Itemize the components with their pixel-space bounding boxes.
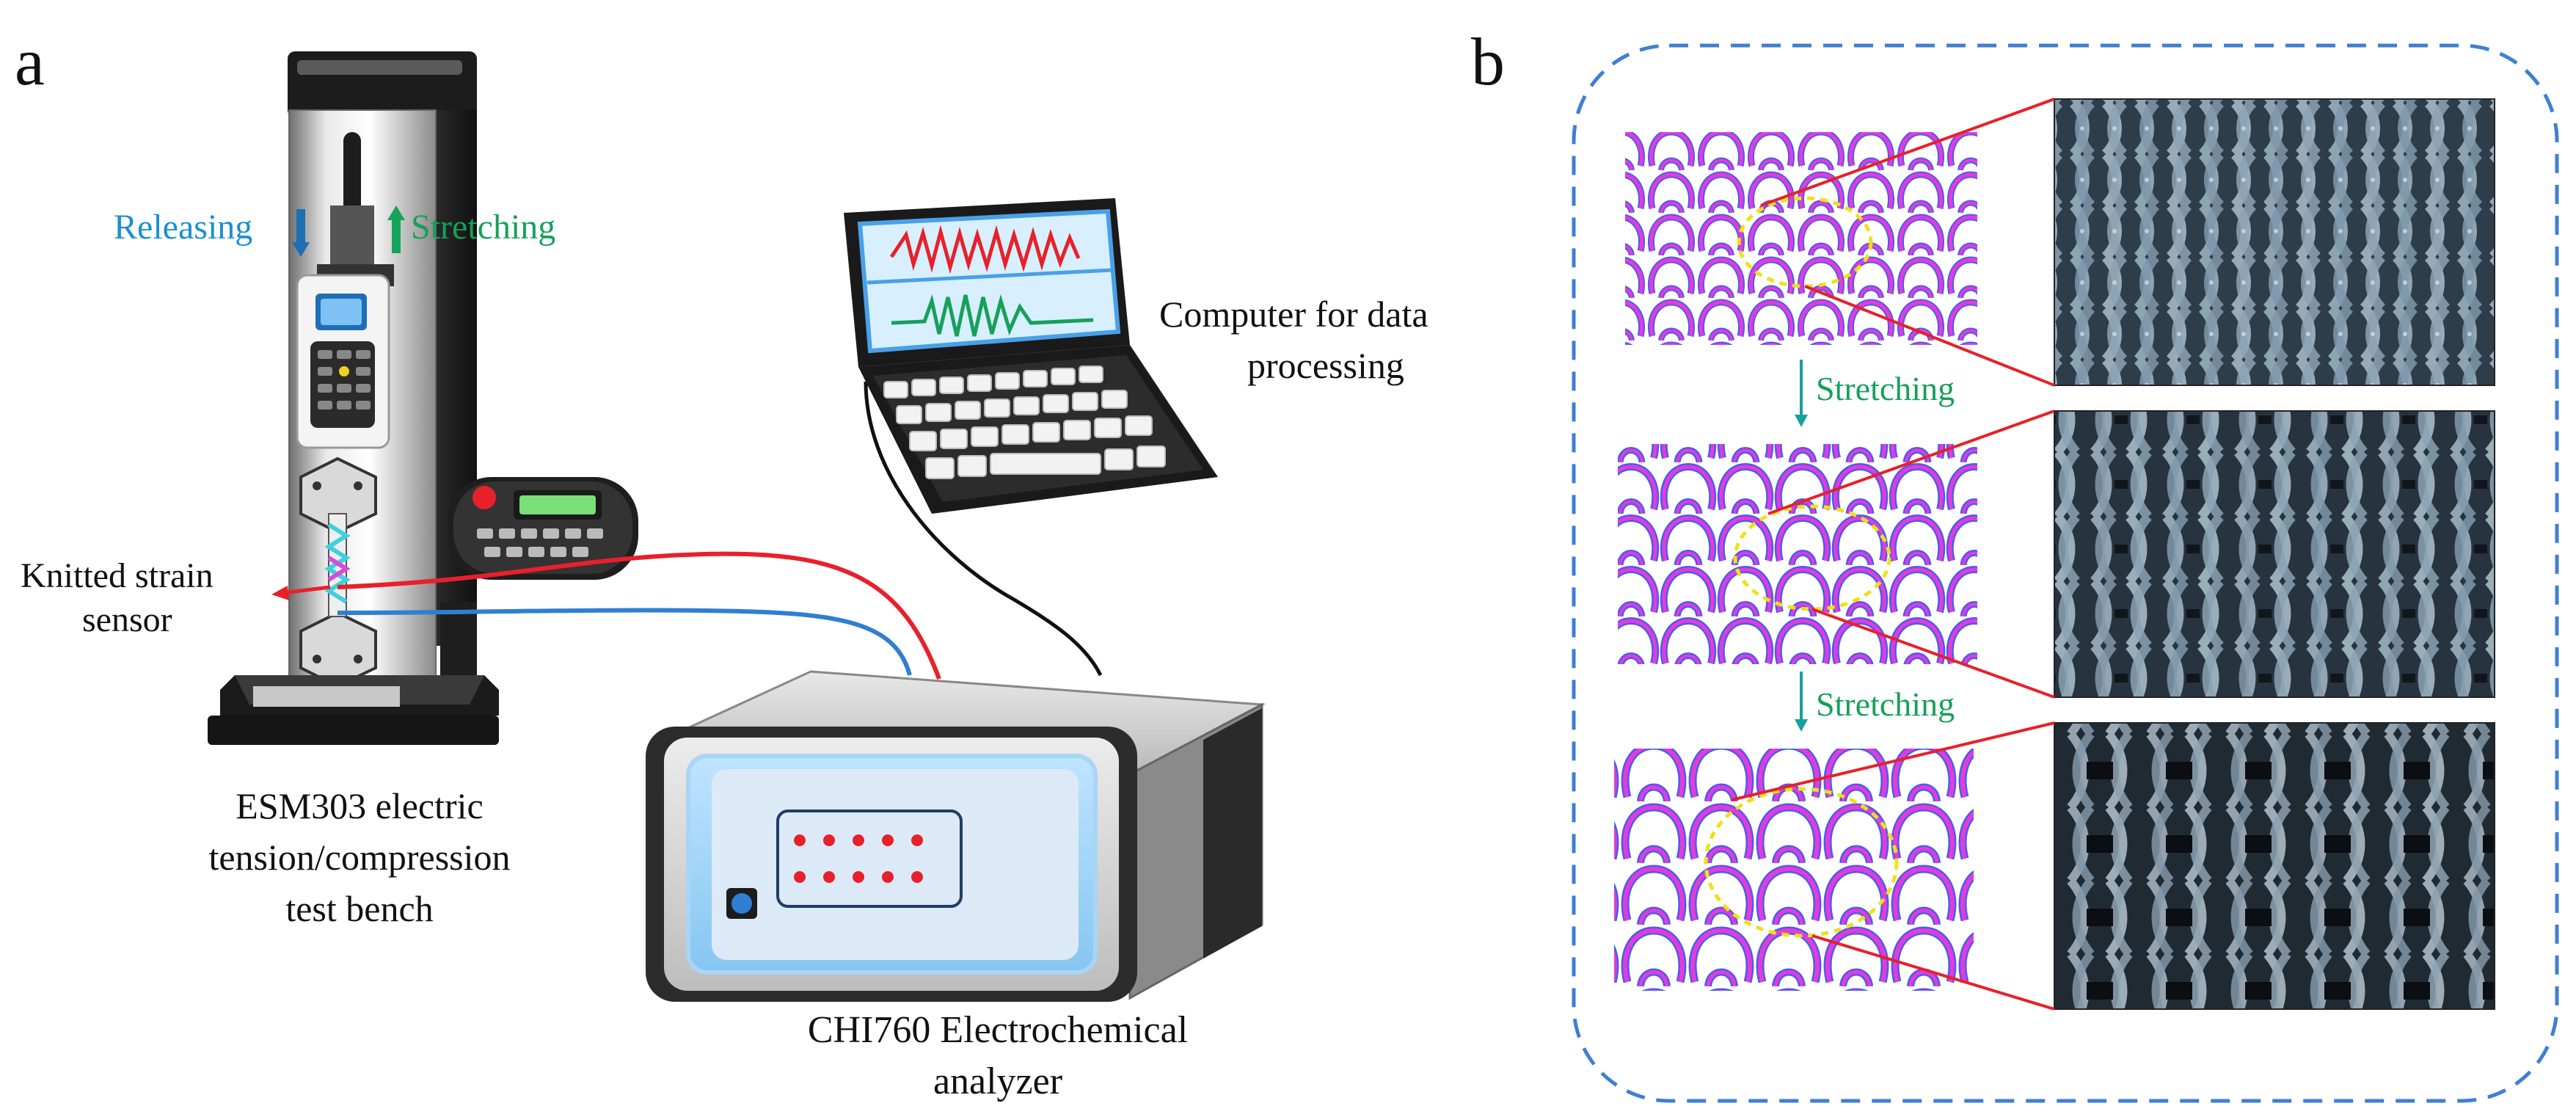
zoom-line-bottom-2 xyxy=(1811,608,2055,699)
stretching-arrow-1 xyxy=(1795,360,1808,427)
knit-photo-relaxed xyxy=(2054,98,2495,386)
computer-label-line2: processing xyxy=(1247,345,1404,386)
bench-label-line3: test bench xyxy=(285,888,433,929)
bench-label-line1: ESM303 electric xyxy=(236,785,483,826)
remote-control xyxy=(448,477,638,580)
black-wire xyxy=(864,381,1103,677)
electrochemical-analyzer xyxy=(646,670,1266,1002)
zoom-circle-large xyxy=(1704,787,1899,938)
bench-label-line2: tension/compression xyxy=(208,837,510,878)
knit-photo-large xyxy=(2054,722,2495,1010)
knit-schematic-stretched-large xyxy=(1614,749,1974,991)
panel-b-dashed-border xyxy=(1572,43,2559,1103)
panel-b-letter: b xyxy=(1471,24,1505,99)
panel-a-letter: a xyxy=(15,24,45,99)
knit-photo-medium xyxy=(2054,410,2495,698)
stretching-arrow xyxy=(387,205,405,253)
zoom-circle-relaxed xyxy=(1737,196,1873,288)
sensor-label-line2: sensor xyxy=(82,600,172,639)
analyzer-label-line1: CHI760 Electrochemical xyxy=(808,1009,1188,1051)
stretching-arrow-label-2: Stretching xyxy=(1816,685,1955,723)
knit-schematic-relaxed xyxy=(1625,132,1977,345)
zoom-line-top-2 xyxy=(1767,410,2055,515)
laptop-computer xyxy=(844,198,1218,514)
stretching-arrow-label-1: Stretching xyxy=(1816,370,1955,407)
blue-wire xyxy=(337,608,912,676)
releasing-arrow xyxy=(292,209,310,257)
stretching-arrow-2 xyxy=(1795,672,1808,732)
zoom-line-top-1 xyxy=(1760,98,2055,207)
zoom-circle-medium xyxy=(1733,504,1891,611)
test-bench xyxy=(208,51,499,745)
zoom-line-bottom-1 xyxy=(1804,285,2055,387)
red-wire xyxy=(337,551,941,680)
zoom-line-bottom-3 xyxy=(1811,934,2055,1011)
zoom-line-top-3 xyxy=(1731,721,2055,801)
sensor-label-line1: Knitted strain xyxy=(21,556,214,595)
analyzer-label-line2: analyzer xyxy=(933,1060,1062,1102)
releasing-label: Releasing xyxy=(114,208,252,247)
computer-label-line1: Computer for data xyxy=(1159,294,1429,335)
stretching-label: Stretching xyxy=(411,208,555,247)
sensor-pointer-arrow xyxy=(271,585,331,600)
knit-schematic-stretched-medium xyxy=(1618,444,1977,664)
